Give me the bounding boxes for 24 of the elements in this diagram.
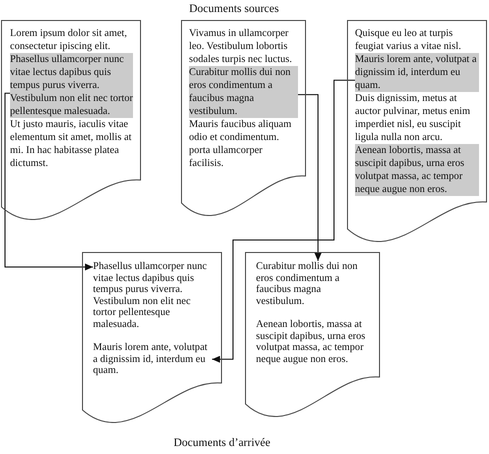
section-heading: Documents sources — [189, 3, 279, 16]
passage-text: Mauris lorem ante, volutpat a dignissim id, interdum eu quam. — [93, 342, 212, 376]
passage-text: Phasellus ullamcorper nunc vitae lectus dapibus quis tempus purus viverra. Vestibulum non elit nec tortor pellentesque malesuada. — [93, 261, 212, 330]
highlighted-passage: Curabitur mollis dui non eros condimentum a faucibus magna vestibulum. — [189, 66, 298, 118]
arrow — [4, 92, 94, 270]
document-shape — [1, 20, 141, 220]
body-text: Vivamus in ullamcorper leo. Vestibulum lobortis sodales turpis nec luctus. — [189, 27, 293, 66]
arrow — [212, 80, 356, 363]
document-shape — [245, 252, 380, 417]
document-shape — [181, 20, 306, 216]
section-heading: Documents d’arrivée — [174, 437, 270, 450]
body-text: Mauris faucibus aliquam odio et condimentum. porta ullamcorper facilisis. — [189, 118, 292, 170]
body-text: Aenean lobortis, massa at suscipit dapibus, urna eros volutpat massa, ac tempor neque augue non eros. — [256, 319, 366, 365]
highlighted-passage: Aenean lobortis, massa at suscipit dapibus, urna eros volutpat massa, ac tempor neque augue non eros. — [355, 144, 479, 196]
highlighted-passage: Mauris lorem ante, volutpat a dignissim id, interdum eu quam. — [355, 53, 479, 92]
body-text: Lorem ipsum dolor sit amet, consectetur ipiscing elit. — [10, 27, 128, 53]
body-text: Ut justo mauris, iaculis vitae elementum sit amet, mollis at mi. In hac habitasse platea dictumst. — [10, 118, 133, 170]
arrow — [298, 94, 322, 262]
passage-text: Curabitur mollis dui non eros condimentum a faucibus magna vestibulum. — [256, 261, 370, 307]
body-text: Duis dignissim, metus at auctor pulvinar, metus enim imperdiet nisl, eu suscipit ligula nulla non arcu. — [355, 92, 472, 144]
highlighted-passage: Phasellus ullamcorper nunc vitae lectus dapibus quis tempus purus viverra. Vestibulum non elit nec tortor pellentesque malesuada. — [10, 53, 133, 118]
document-shape — [82, 252, 222, 423]
body-text: Quisque eu leo at turpis feugiat varius a vitae nisl. — [355, 27, 462, 53]
document-shape — [347, 20, 487, 242]
